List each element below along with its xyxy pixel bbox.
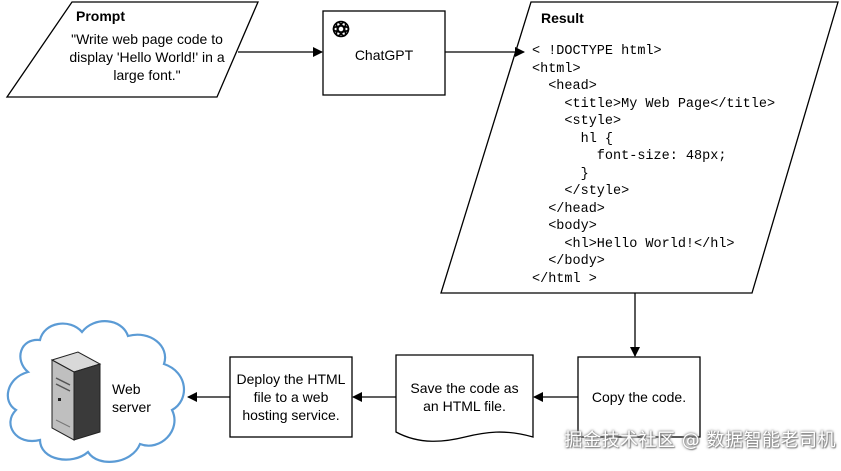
web-server-line: Web: [112, 381, 141, 397]
code-line: font-size: 48px;: [532, 149, 727, 164]
code-line: </head>: [532, 201, 605, 217]
code-line: </style>: [532, 184, 630, 199]
openai-logo-icon: [332, 20, 350, 38]
deploy-line: hosting service.: [242, 407, 340, 423]
prompt-title: Prompt: [76, 8, 125, 24]
prompt-shape: [5, 1, 259, 98]
web-server-line: server: [112, 399, 151, 415]
result-shape: [440, 1, 839, 294]
watermark-text: 掘金技术社区 @ 数据智能老司机: [564, 430, 836, 451]
prompt-line: large font.": [113, 67, 181, 83]
save-document-shape: [395, 354, 534, 442]
result-title: Result: [541, 10, 584, 26]
copy-box: [577, 356, 701, 438]
code-line: <html>: [532, 61, 581, 77]
prompt-line: display 'Hello World!' in a: [69, 49, 225, 65]
code-line: <head>: [532, 79, 597, 94]
save-line: Save the code as: [410, 380, 519, 396]
code-line: }: [532, 166, 589, 182]
code-line: hl {: [532, 131, 614, 147]
deploy-line: file to a web: [253, 389, 329, 405]
save-step-label: Save the code as an HTML file.: [396, 379, 533, 415]
chatgpt-label: ChatGPT: [354, 47, 414, 63]
code-line: <title>My Web Page</title>: [532, 96, 776, 112]
save-line: an HTML file.: [423, 398, 506, 414]
deploy-step-label: Deploy the HTML file to a web hosting se…: [230, 370, 352, 424]
chatgpt-box: [322, 10, 446, 96]
copy-step-label: Copy the code.: [591, 389, 687, 405]
prompt-text: "Write web page code to display 'Hello W…: [52, 30, 242, 84]
server-tower-icon: [50, 351, 102, 441]
result-code-block: < !DOCTYPE html> <html> <head> <title>My…: [532, 43, 775, 288]
code-line: </html >: [532, 271, 597, 287]
code-line: <hl>Hello World!</hl>: [532, 236, 735, 252]
code-line: <style>: [532, 114, 622, 129]
code-line: <body>: [532, 219, 597, 234]
prompt-line: "Write web page code to: [71, 31, 223, 47]
deploy-line: Deploy the HTML: [236, 371, 346, 387]
code-line: </body>: [532, 254, 605, 269]
code-line: < !DOCTYPE html>: [532, 44, 662, 59]
deploy-box: [229, 356, 353, 438]
web-server-label: Web server: [112, 380, 151, 416]
